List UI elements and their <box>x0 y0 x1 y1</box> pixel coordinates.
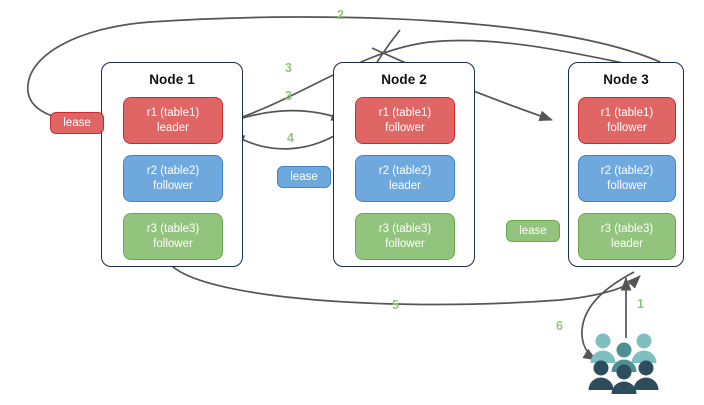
node-card-node-3[interactable]: Node 3 r1 (table1) follower r2 (table2) … <box>568 62 684 267</box>
replica-name: r1 (table1) <box>600 106 654 119</box>
replica-role: leader <box>611 237 643 250</box>
node-title-node-1: Node 1 <box>149 72 195 87</box>
edge-label-2: 2 <box>337 8 344 22</box>
replica-node-1-r2[interactable]: r2 (table2) follower <box>123 155 223 202</box>
replica-role: follower <box>153 179 193 192</box>
edge-label-6: 6 <box>556 319 563 333</box>
replica-node-3-r2[interactable]: r2 (table2) follower <box>578 155 676 202</box>
replica-node-3-r1[interactable]: r1 (table1) follower <box>578 97 676 144</box>
replica-node-2-r3[interactable]: r3 (table3) follower <box>355 213 455 260</box>
replica-node-3-r3[interactable]: r3 (table3) leader <box>578 213 676 260</box>
edge-label-5: 5 <box>392 298 399 312</box>
lease-label: lease <box>63 117 91 129</box>
replica-node-1-r1[interactable]: r1 (table1) leader <box>123 97 223 144</box>
node-title-node-2: Node 2 <box>381 72 427 87</box>
replica-node-2-r2[interactable]: r2 (table2) leader <box>355 155 455 202</box>
replica-name: r3 (table3) <box>600 222 654 235</box>
replica-role: follower <box>607 179 647 192</box>
replica-name: r3 (table3) <box>146 222 200 235</box>
replica-name: r1 (table1) <box>146 106 200 119</box>
replica-name: r2 (table2) <box>146 164 200 177</box>
lease-label: lease <box>290 171 318 183</box>
node-card-node-2[interactable]: Node 2 r1 (table1) follower r2 (table2) … <box>333 62 475 267</box>
edge-label-4: 4 <box>287 131 294 145</box>
replica-name: r1 (table1) <box>378 106 432 119</box>
node-card-node-1[interactable]: Node 1 r1 (table1) leader r2 (table2) fo… <box>101 62 243 267</box>
lease-badge-node-3[interactable]: lease <box>506 220 560 242</box>
people-group-icon <box>588 333 659 394</box>
replica-name: r2 (table2) <box>378 164 432 177</box>
node-title-node-3: Node 3 <box>603 72 649 87</box>
lease-badge-node-2[interactable]: lease <box>277 166 331 188</box>
lease-badge-node-1[interactable]: lease <box>50 112 104 134</box>
edge-label-3a: 3 <box>285 61 292 75</box>
replica-role: follower <box>385 237 425 250</box>
replica-node-2-r1[interactable]: r1 (table1) follower <box>355 97 455 144</box>
replica-node-1-r3[interactable]: r3 (table3) follower <box>123 213 223 260</box>
replica-role: follower <box>607 121 647 134</box>
replica-role: follower <box>385 121 425 134</box>
edge-5-path <box>171 265 641 306</box>
replica-role: follower <box>153 237 193 250</box>
replica-name: r3 (table3) <box>378 222 432 235</box>
people-front-row <box>588 360 659 394</box>
replica-role: leader <box>157 121 189 134</box>
replica-name: r2 (table2) <box>600 164 654 177</box>
replica-role: leader <box>389 179 421 192</box>
edge-label-3b: 3 <box>285 89 292 103</box>
lease-label: lease <box>519 225 547 237</box>
edge-label-1: 1 <box>637 297 644 311</box>
